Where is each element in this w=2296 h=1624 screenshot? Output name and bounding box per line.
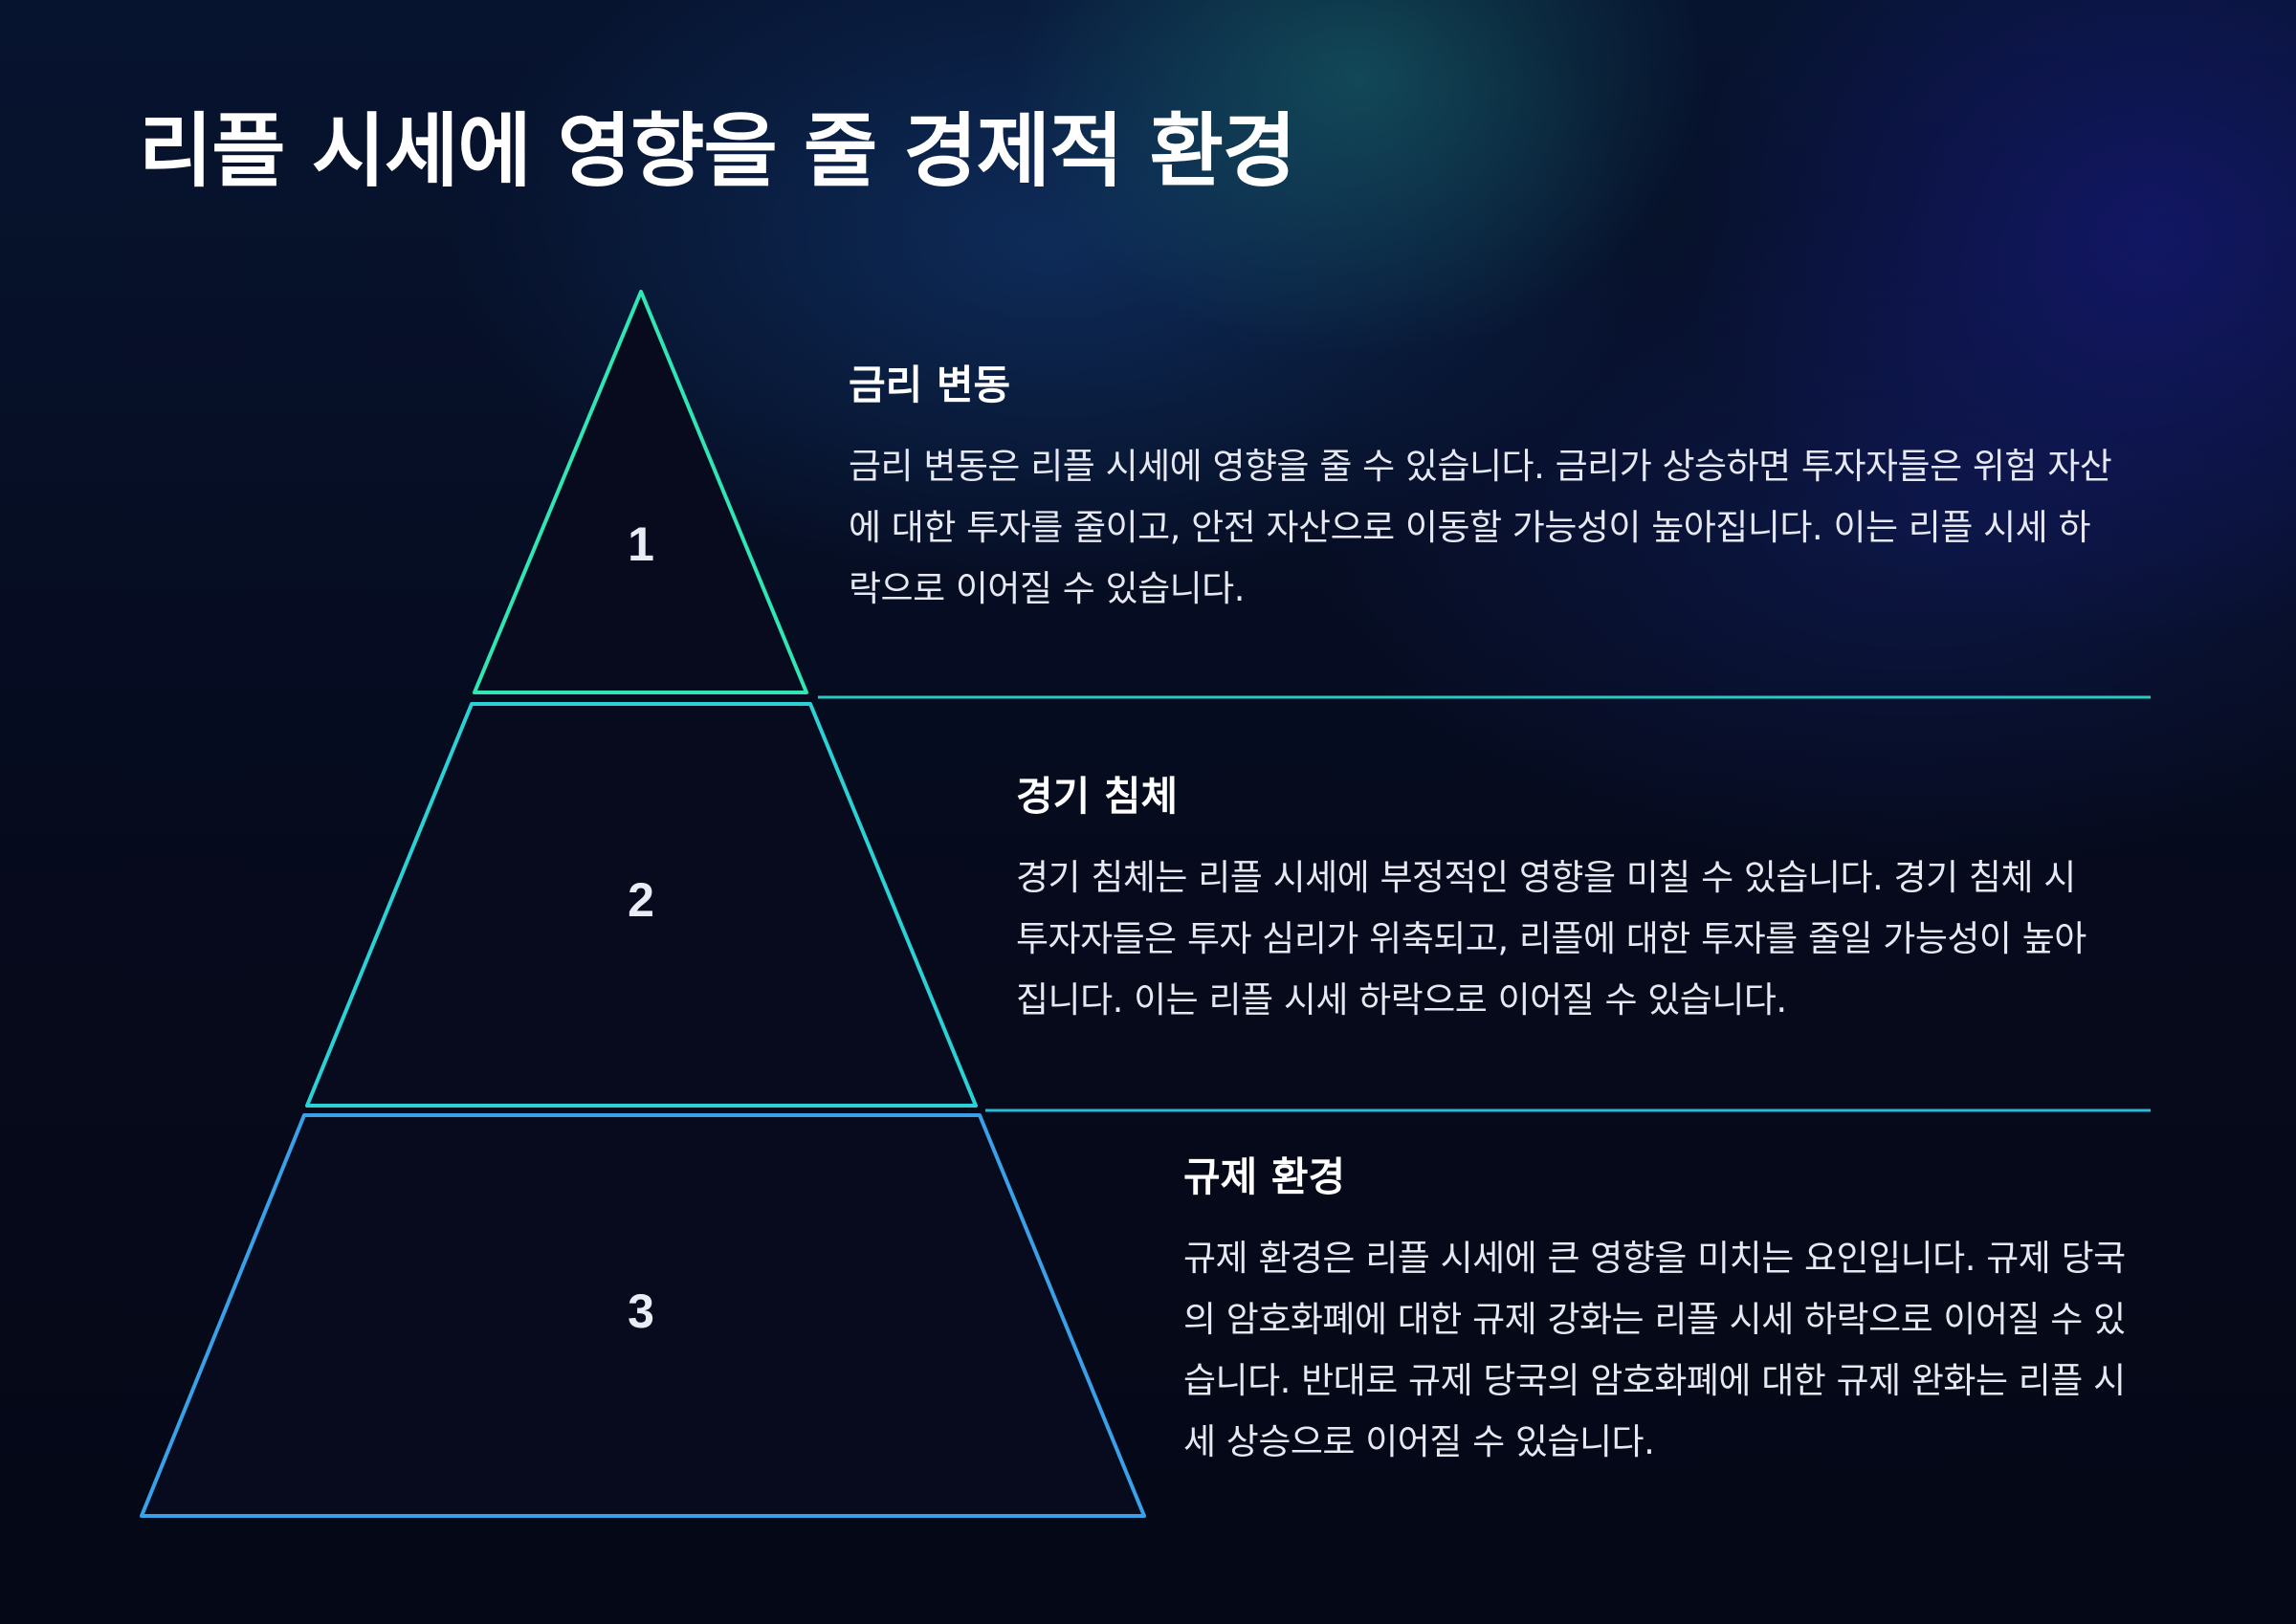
pyramid-level-2-shape xyxy=(305,702,978,1108)
level-2-description: 경기 침체 경기 침체는 리플 시세에 부정적인 영향을 미칠 수 있습니다. … xyxy=(1016,772,2116,1031)
level-3-description: 규제 환경 규제 환경은 리플 시세에 큰 영향을 미치는 요인입니다. 규제 … xyxy=(1183,1152,2126,1473)
level-2-heading: 경기 침체 xyxy=(1016,773,1179,820)
level-1-heading: 금리 변동 xyxy=(849,362,1011,408)
pyramid-level-3-number: 3 xyxy=(628,1284,654,1338)
pyramid-level-1-number: 1 xyxy=(628,517,654,571)
pyramid-level-3-shape xyxy=(140,1113,1146,1518)
level-3-body: 규제 환경은 리플 시세에 큰 영향을 미치는 요인입니다. 규제 당국의 암호… xyxy=(1183,1237,2126,1462)
level-2-body: 경기 침체는 리플 시세에 부정적인 영향을 미칠 수 있습니다. 경기 침체 … xyxy=(1016,856,2086,1020)
pyramid-level-2-number: 2 xyxy=(628,873,654,927)
level-1-description: 금리 변동 금리 변동은 리플 시세에 영향을 줄 수 있습니다. 금리가 상승… xyxy=(849,361,2121,620)
level-3-heading: 규제 환경 xyxy=(1183,1153,1346,1200)
page-title: 리플 시세에 영향을 줄 경제적 환경 xyxy=(139,104,1296,198)
pyramid-level-1-shape xyxy=(473,290,808,694)
level-1-body: 금리 변동은 리플 시세에 영향을 줄 수 있습니다. 금리가 상승하면 투자자… xyxy=(849,445,2112,609)
